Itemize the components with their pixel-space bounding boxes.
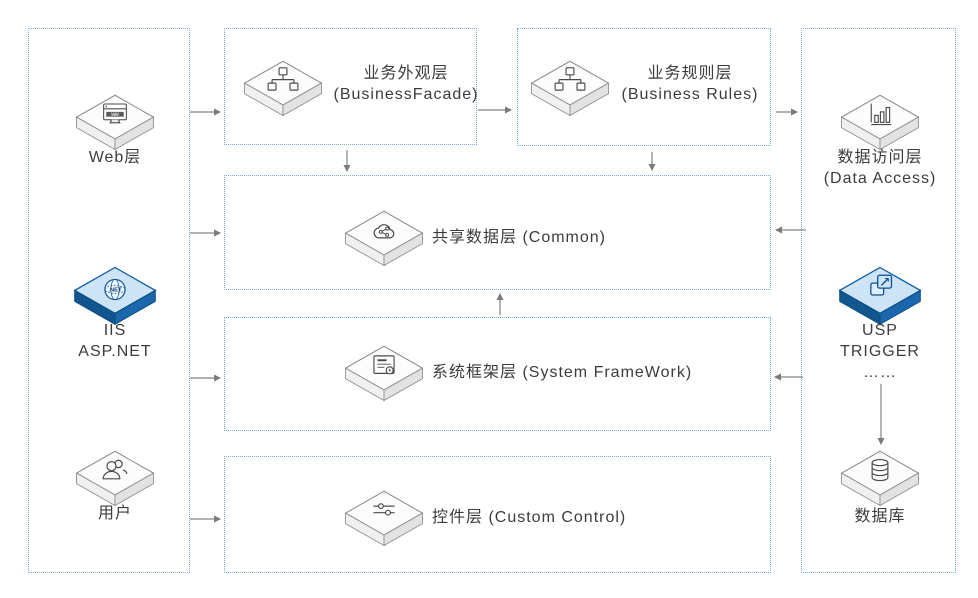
business-facade-label: 业务外观层 (BusinessFacade)	[333, 65, 479, 103]
iis-aspnet-label: IIS ASP.NET	[78, 322, 152, 360]
business-rules-box	[517, 28, 771, 146]
database-cylinder-icon	[840, 450, 920, 507]
user-label: 用户	[97, 505, 132, 522]
svg-text:.NET: .NET	[108, 288, 122, 294]
framework-layer-label: 系统框架层 (System FrameWork)	[432, 364, 693, 381]
web-tier-group-box	[28, 28, 190, 573]
dotnet-globe-icon: .NET	[73, 266, 157, 326]
cloud-share-icon	[344, 210, 424, 267]
browser-monitor-icon: WWW	[75, 94, 155, 151]
svg-text:WWW: WWW	[111, 112, 119, 117]
stored-procedure-icon	[838, 266, 922, 326]
control-layer-label: 控件层 (Custom Control)	[432, 509, 627, 526]
control-layer-box	[224, 456, 771, 573]
business-rules-label: 业务规则层 (Business Rules)	[621, 65, 759, 103]
sliders-icon	[344, 490, 424, 547]
common-layer-label: 共享数据层 (Common)	[432, 229, 607, 246]
sitemap-icon	[530, 60, 610, 117]
common-layer-box	[224, 175, 771, 290]
form-document-icon	[344, 345, 424, 402]
user-icon	[75, 450, 155, 507]
sitemap-icon	[243, 60, 323, 117]
data-tier-group-box	[801, 28, 956, 573]
usp-trigger-label: USP TRIGGER ……	[840, 322, 920, 381]
bar-chart-icon	[840, 94, 920, 151]
business-facade-box	[224, 28, 477, 145]
web-tier-label: Web层	[88, 149, 142, 166]
database-label: 数据库	[854, 508, 906, 525]
data-access-label: 数据访问层 (Data Access)	[823, 149, 937, 187]
framework-layer-box	[224, 317, 771, 431]
